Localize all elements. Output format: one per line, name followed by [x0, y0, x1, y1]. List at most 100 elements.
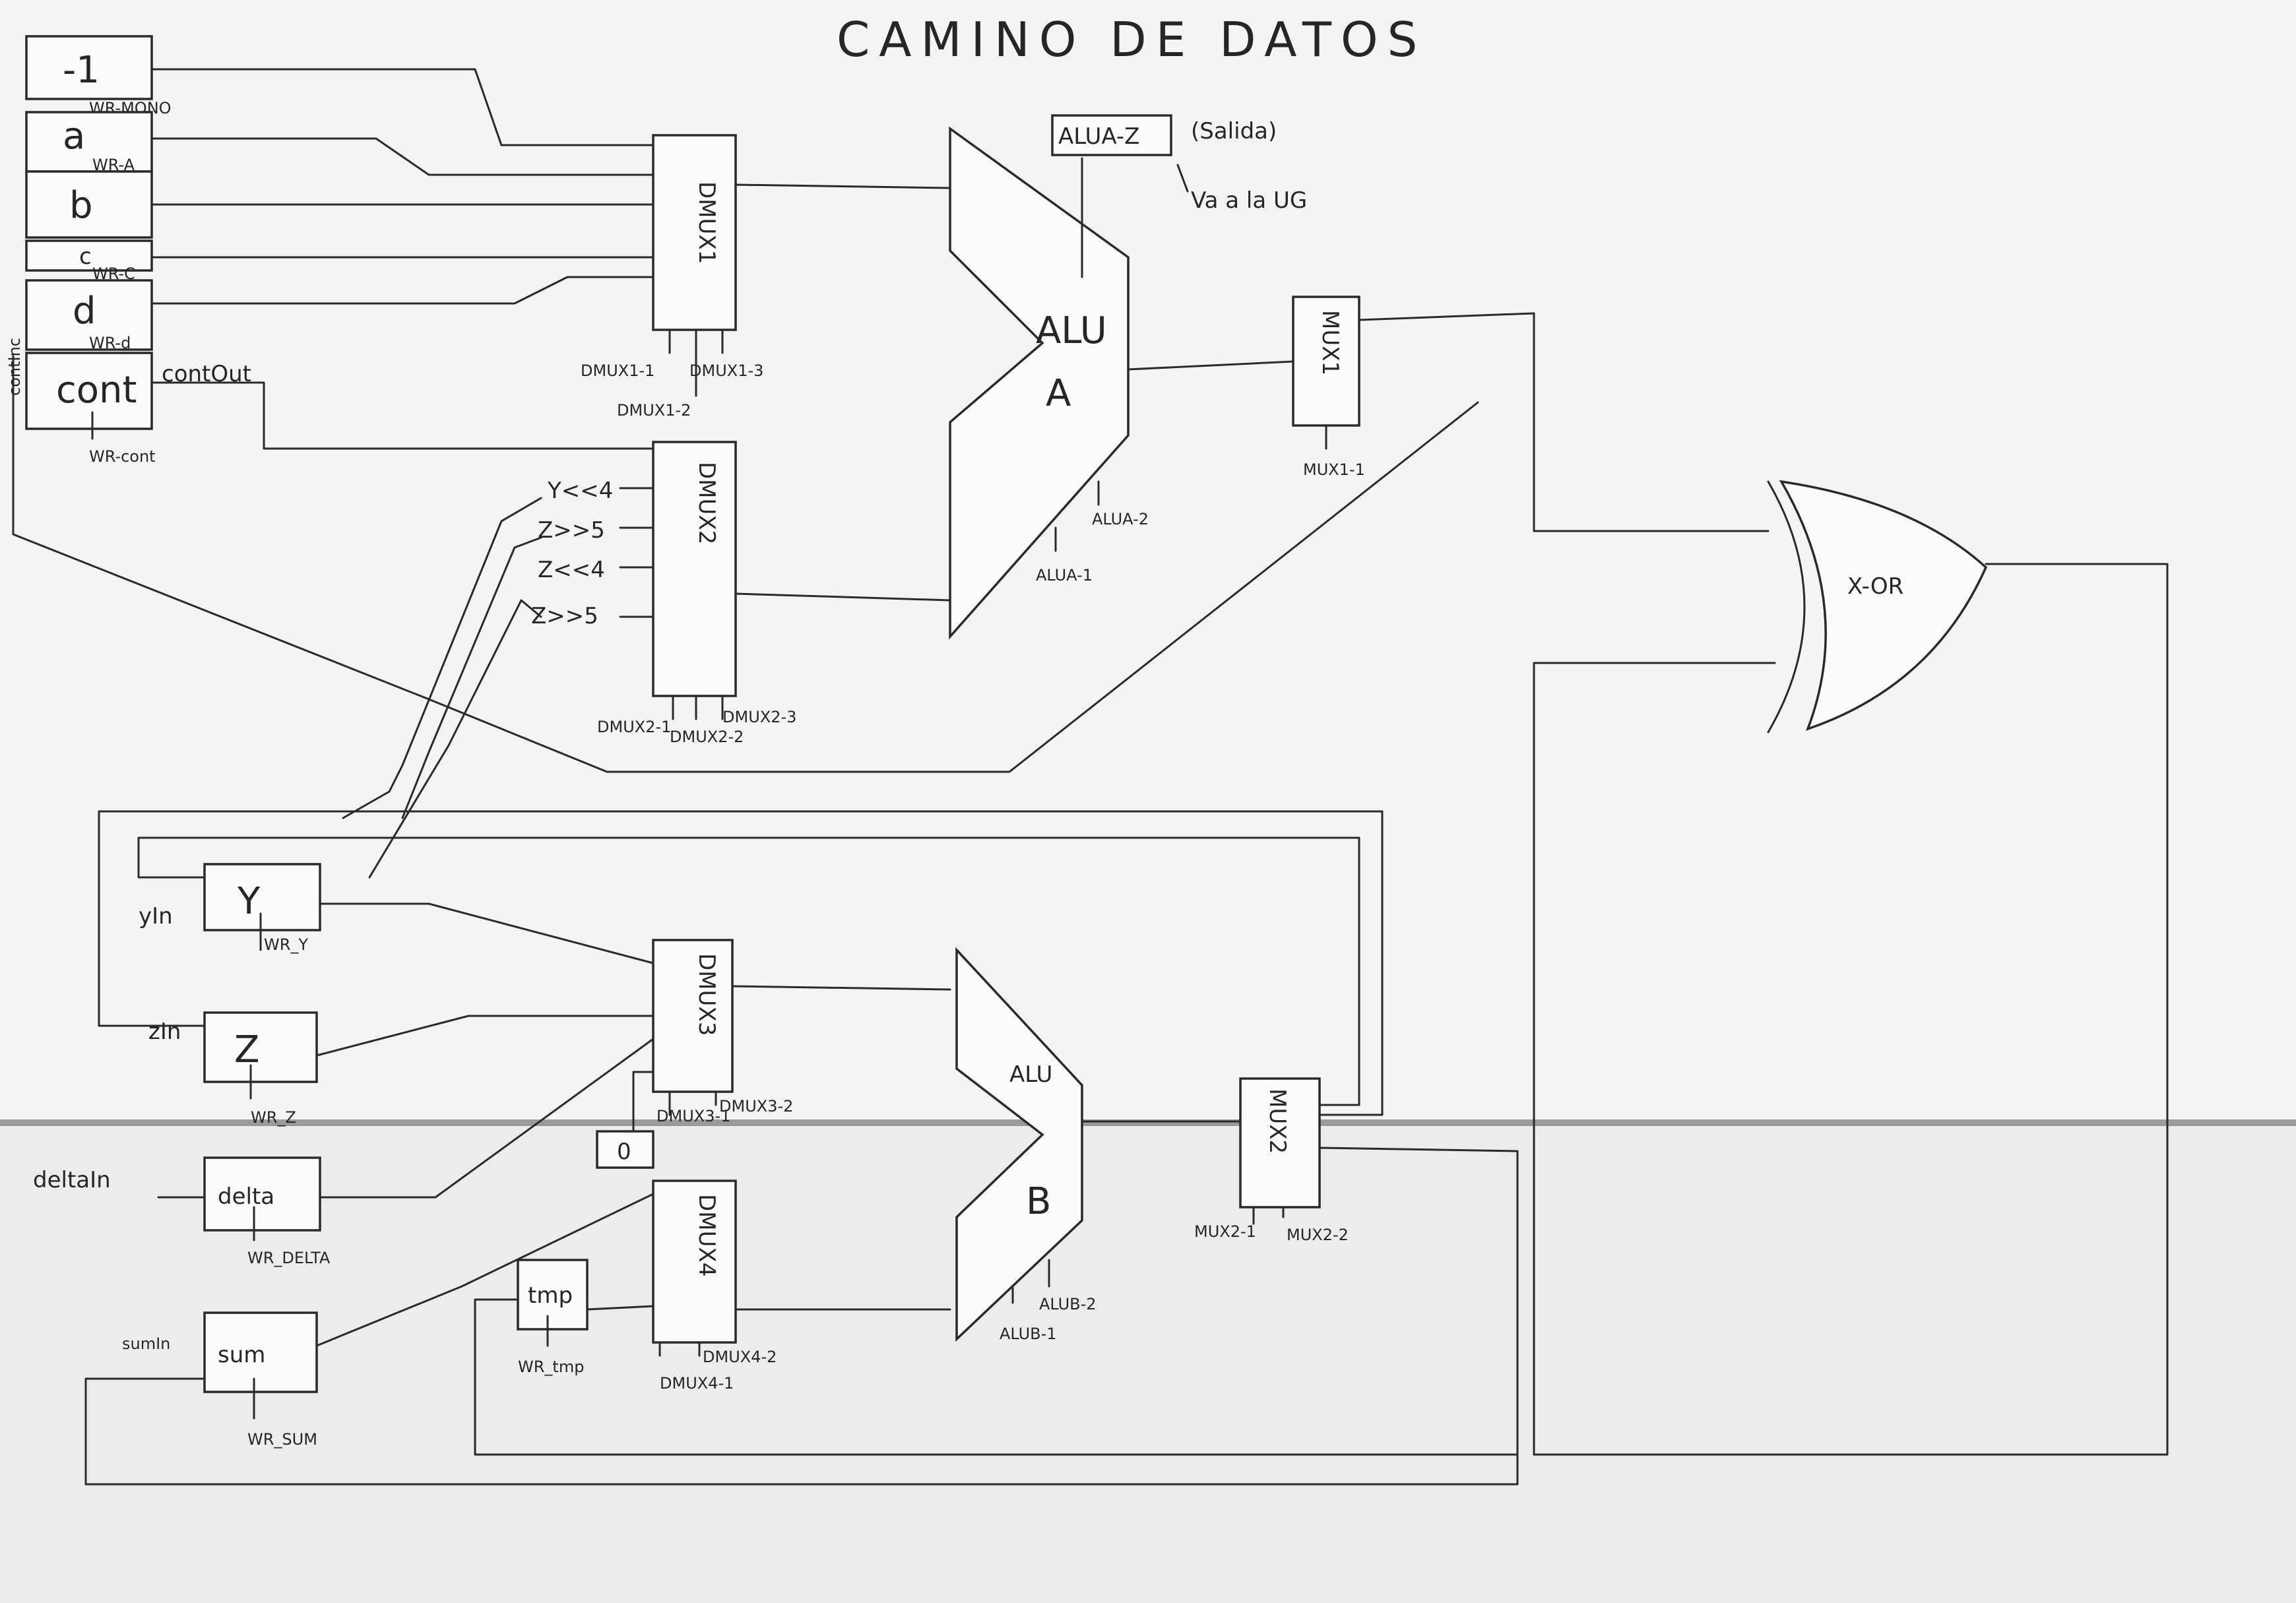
mux1-ctrl: MUX1-1 — [1303, 460, 1365, 479]
loop-bus-inner — [137, 836, 1360, 1106]
reg-c — [25, 239, 153, 272]
dmux2-in-2: Z>>5 — [538, 517, 605, 544]
dmux2-ctrl-1: DMUX2-1 — [597, 718, 671, 736]
dmux1-input-wires — [150, 68, 654, 450]
cont-inc-label: contInc — [5, 338, 24, 396]
reg-y-label: Y — [237, 880, 261, 923]
alu-b-label-1: ALU — [1009, 1061, 1052, 1088]
reg-cont-write: WR-cont — [89, 447, 156, 466]
z-to-dmux3 — [315, 1015, 654, 1057]
reg-sum-label: sum — [218, 1342, 265, 1368]
reg-y-input: yIn — [139, 903, 173, 929]
reg-d-write: WR-d — [89, 334, 131, 352]
dmux3-ctrl-2: DMUX3-2 — [719, 1097, 793, 1116]
dmux2-ctrl-2: DMUX2-2 — [670, 728, 744, 746]
alu-a-ctrl-2: ALUA-2 — [1092, 510, 1149, 528]
alu-b-label-2: B — [1026, 1180, 1051, 1223]
reg-tmp — [517, 1259, 589, 1331]
reg-a — [25, 111, 153, 173]
reg-minus1 — [25, 35, 153, 100]
dmux4-label: DMUX4 — [693, 1194, 720, 1276]
xor-gate: X-OR — [1767, 480, 1988, 734]
mux1-to-xor — [1358, 312, 1770, 532]
reg-b — [25, 170, 153, 239]
reg-z — [203, 1011, 318, 1083]
xor-label: X-OR — [1847, 573, 1903, 600]
dmux2-in-1: Y<<4 — [547, 478, 613, 504]
alua-to-mux1 — [1127, 360, 1294, 371]
register-bank: -1 WR-MONO a WR-A b c WR-C d WR-d cont c… — [5, 35, 251, 466]
dmux2-in-4: Z>>5 — [531, 603, 598, 629]
salida-note: (Salida) — [1191, 118, 1277, 144]
tmp-to-dmux4 — [586, 1305, 654, 1311]
mux2-ctrl-1: MUX2-1 — [1194, 1222, 1256, 1241]
dmux2-label: DMUX2 — [693, 462, 720, 544]
dmux1-ctrl-2: DMUX1-2 — [617, 401, 691, 420]
alu-a-label-1: ALU — [1036, 309, 1107, 352]
dmux4-ctrl-2: DMUX4-2 — [703, 1348, 777, 1366]
dmux1-label: DMUX1 — [693, 181, 720, 264]
paper-lower-half — [0, 1121, 2296, 1603]
dmux3 — [652, 939, 734, 1093]
const-zero — [596, 1130, 654, 1169]
reg-b-label: b — [69, 184, 93, 227]
reg-d — [25, 279, 153, 351]
sum-to-dmux4 — [315, 1193, 654, 1347]
mux2-label: MUX2 — [1264, 1088, 1291, 1154]
mux2 — [1239, 1077, 1321, 1209]
alu-b-ctrl-2: ALUB-2 — [1039, 1295, 1097, 1313]
dmux1 — [652, 134, 737, 331]
reg-delta-label: delta — [218, 1183, 274, 1210]
dmux1-to-alua — [734, 183, 951, 189]
reg-tmp-label: tmp — [528, 1282, 573, 1309]
alu-a-label-2: A — [1046, 372, 1071, 415]
dmux2 — [652, 441, 737, 697]
alu-a-ctrl-1: ALUA-1 — [1036, 566, 1093, 584]
dmux1-ctrl-3: DMUX1-3 — [689, 361, 763, 380]
reg-c-label: c — [79, 243, 92, 270]
reg-delta — [203, 1156, 321, 1232]
z-feedback — [98, 810, 206, 1027]
reg-minus1-label: -1 — [63, 49, 100, 92]
const-zero-label: 0 — [617, 1139, 631, 1165]
reg-cont — [25, 352, 153, 430]
dmux3-ctrl-1: DMUX3-1 — [656, 1107, 730, 1125]
alu-b-ctrl-1: ALUB-1 — [1000, 1325, 1057, 1343]
reg-z-write: WR_Z — [251, 1108, 296, 1127]
reg-sum-write: WR_SUM — [247, 1430, 317, 1449]
reg-sum — [203, 1311, 318, 1393]
reg-sum-input: sumIn — [122, 1335, 170, 1353]
dmux2-feedback-wires — [12, 355, 1479, 879]
alua-z-label: ALUA-Z — [1058, 123, 1139, 150]
reg-z-label: Z — [234, 1028, 259, 1071]
reg-z-input: zIn — [148, 1019, 181, 1045]
delta-to-dmux3 — [319, 1038, 654, 1199]
dmux2-in-3: Z<<4 — [538, 557, 605, 583]
loop-bus-outer — [98, 810, 1384, 1116]
reg-d-label: d — [73, 290, 96, 332]
y-feedback — [137, 836, 206, 879]
ug-note: Va a la UG — [1191, 187, 1307, 214]
alu-b — [955, 947, 1083, 1342]
diagram-title: CAMINO DE DATOS — [837, 12, 1426, 67]
dmux4-ctrl-1: DMUX4-1 — [660, 1374, 734, 1393]
reg-y-write: WR_Y — [264, 935, 308, 954]
mux2-output — [1318, 1147, 1519, 1169]
zero-to-dmux3 — [632, 1071, 654, 1133]
dmux2-ctrl-3: DMUX2-3 — [722, 708, 796, 726]
tmp-feedback — [474, 1166, 1519, 1456]
reg-delta-input: deltaIn — [33, 1167, 111, 1193]
dmux3-label: DMUX3 — [693, 953, 720, 1036]
y-to-dmux3 — [319, 902, 654, 964]
mux1-label: MUX1 — [1317, 310, 1343, 375]
dmux2-to-alua — [734, 592, 951, 602]
reg-a-label: a — [63, 115, 85, 158]
note-arrow — [1176, 164, 1189, 193]
dmux1-ctrl-1: DMUX1-1 — [581, 361, 654, 380]
reg-y — [203, 863, 321, 931]
alua-z-register — [1051, 114, 1172, 156]
sum-feedback — [84, 1377, 1519, 1486]
reg-delta-write: WR_DELTA — [247, 1249, 331, 1267]
reg-cont-label: cont — [56, 369, 137, 412]
